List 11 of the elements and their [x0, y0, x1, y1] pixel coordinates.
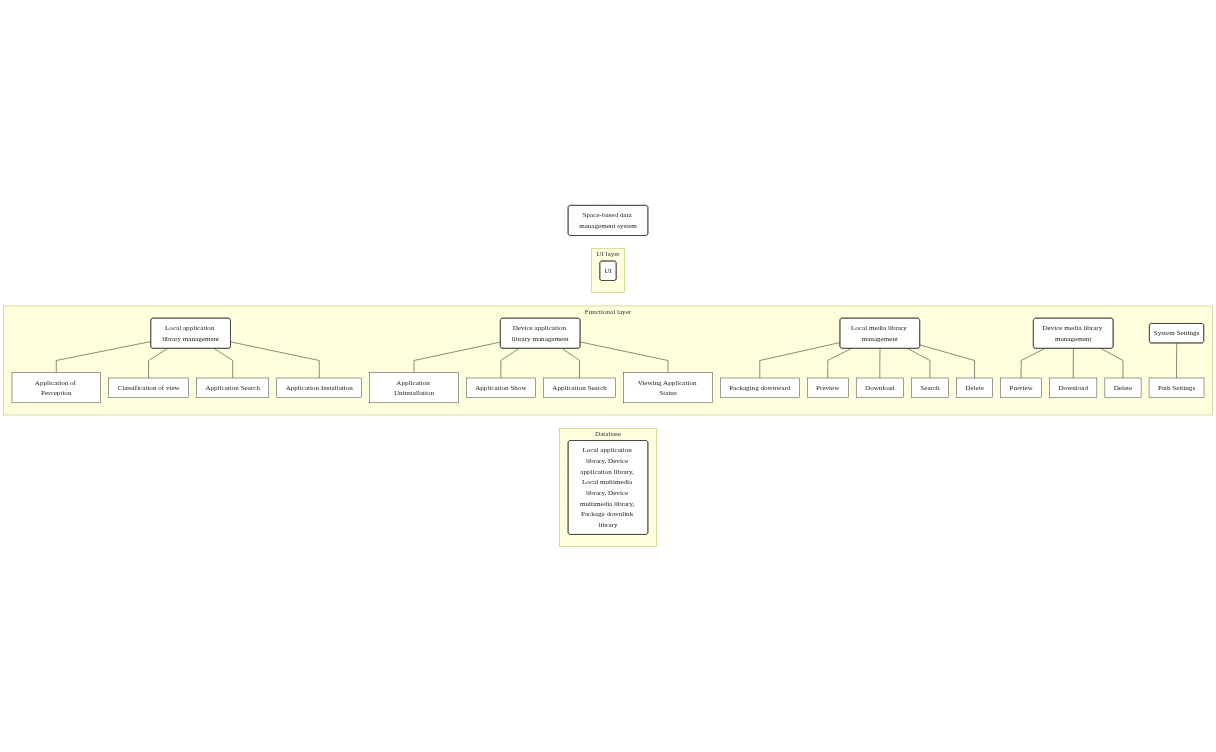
connector — [879, 348, 881, 379]
connector — [1072, 348, 1074, 379]
connector — [580, 341, 669, 373]
connector — [500, 348, 519, 379]
connector — [919, 344, 975, 379]
connector — [230, 341, 320, 379]
connector — [561, 348, 580, 379]
connector — [413, 341, 501, 373]
connector — [56, 341, 152, 373]
connector — [759, 342, 841, 379]
connector — [1176, 342, 1178, 379]
